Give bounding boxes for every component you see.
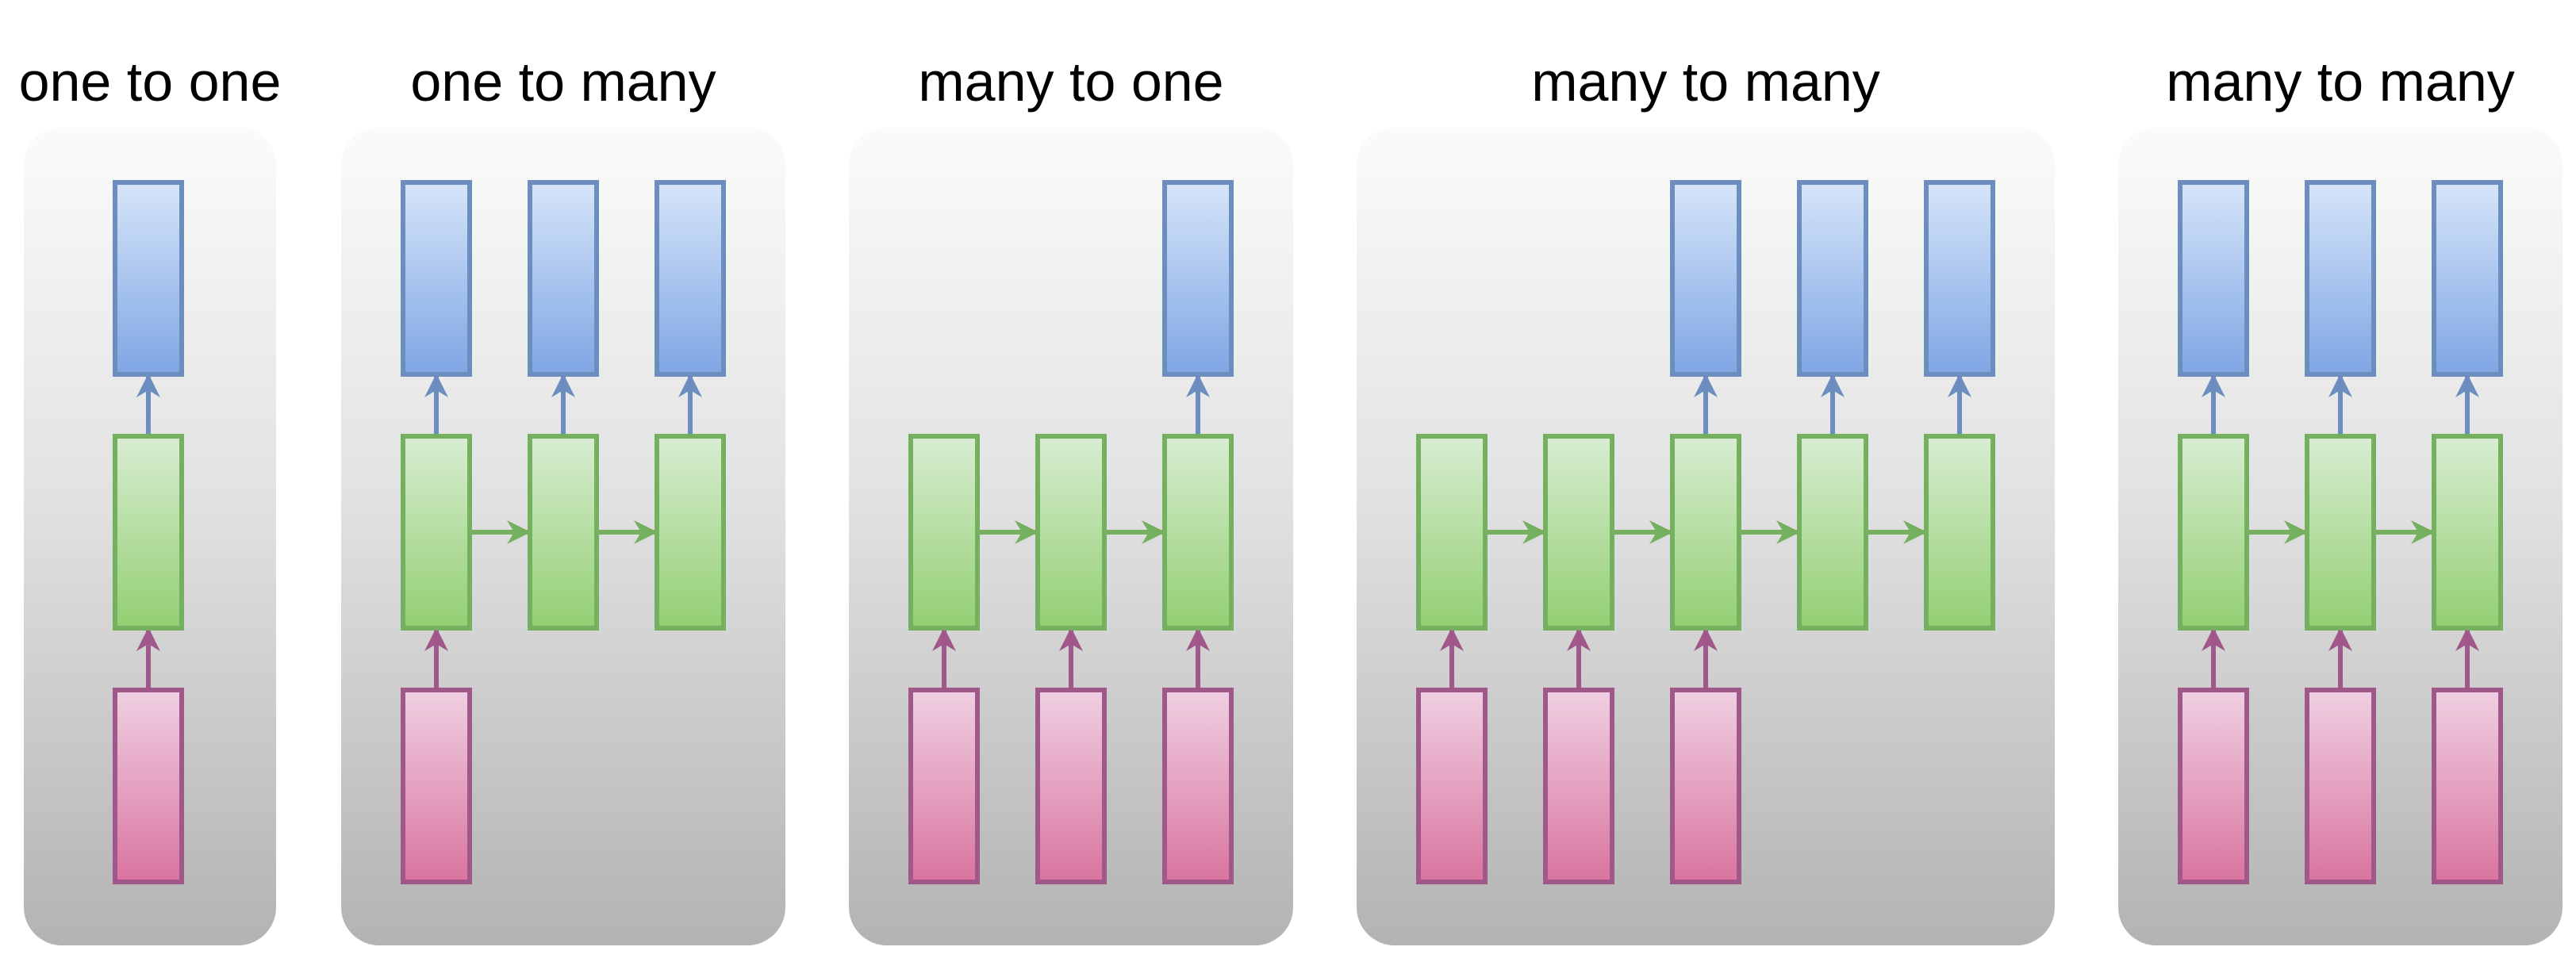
input-box bbox=[1670, 688, 1741, 884]
output-box bbox=[1670, 180, 1741, 377]
hidden-state-box bbox=[908, 434, 980, 631]
output-box bbox=[528, 180, 599, 377]
input-box bbox=[2178, 688, 2249, 884]
hidden-state-box bbox=[2178, 434, 2249, 631]
hidden-state-box bbox=[1797, 434, 1868, 631]
hidden-state-box bbox=[1162, 434, 1234, 631]
panel-title: one to many bbox=[410, 51, 716, 113]
hidden-state-box bbox=[1924, 434, 1995, 631]
panel-title: many to many bbox=[1531, 51, 1880, 113]
input-box bbox=[401, 688, 472, 884]
output-box bbox=[401, 180, 472, 377]
output-box bbox=[2178, 180, 2249, 377]
hidden-state-box bbox=[2305, 434, 2376, 631]
output-box bbox=[2305, 180, 2376, 377]
input-box bbox=[1162, 688, 1234, 884]
hidden-state-box bbox=[655, 434, 726, 631]
hidden-state-box bbox=[1416, 434, 1488, 631]
input-box bbox=[2305, 688, 2376, 884]
hidden-state-box bbox=[1035, 434, 1107, 631]
panels-layer: one to one one to many many to one many to … bbox=[19, 51, 2563, 945]
panel-title: one to one bbox=[19, 51, 282, 113]
panel-3: many to one bbox=[849, 51, 1293, 945]
panel-title: many to one bbox=[918, 51, 1223, 113]
hidden-state-box bbox=[1670, 434, 1741, 631]
input-box bbox=[1543, 688, 1614, 884]
output-box bbox=[1162, 180, 1234, 377]
output-box bbox=[2432, 180, 2503, 377]
output-box bbox=[1924, 180, 1995, 377]
panel-5: many to many bbox=[2118, 51, 2563, 945]
panel-4: many to many bbox=[1357, 51, 2055, 945]
input-box bbox=[2432, 688, 2503, 884]
panel-2: one to many bbox=[341, 51, 785, 945]
output-box bbox=[1797, 180, 1868, 377]
input-box bbox=[1035, 688, 1107, 884]
input-box bbox=[908, 688, 980, 884]
output-box bbox=[113, 180, 184, 377]
input-box bbox=[113, 688, 184, 884]
hidden-state-box bbox=[2432, 434, 2503, 631]
panel-title: many to many bbox=[2166, 51, 2515, 113]
hidden-state-box bbox=[401, 434, 472, 631]
hidden-state-box bbox=[1543, 434, 1614, 631]
hidden-state-box bbox=[113, 434, 184, 631]
panel-1: one to one bbox=[19, 51, 282, 945]
output-box bbox=[655, 180, 726, 377]
input-box bbox=[1416, 688, 1488, 884]
hidden-state-box bbox=[528, 434, 599, 631]
